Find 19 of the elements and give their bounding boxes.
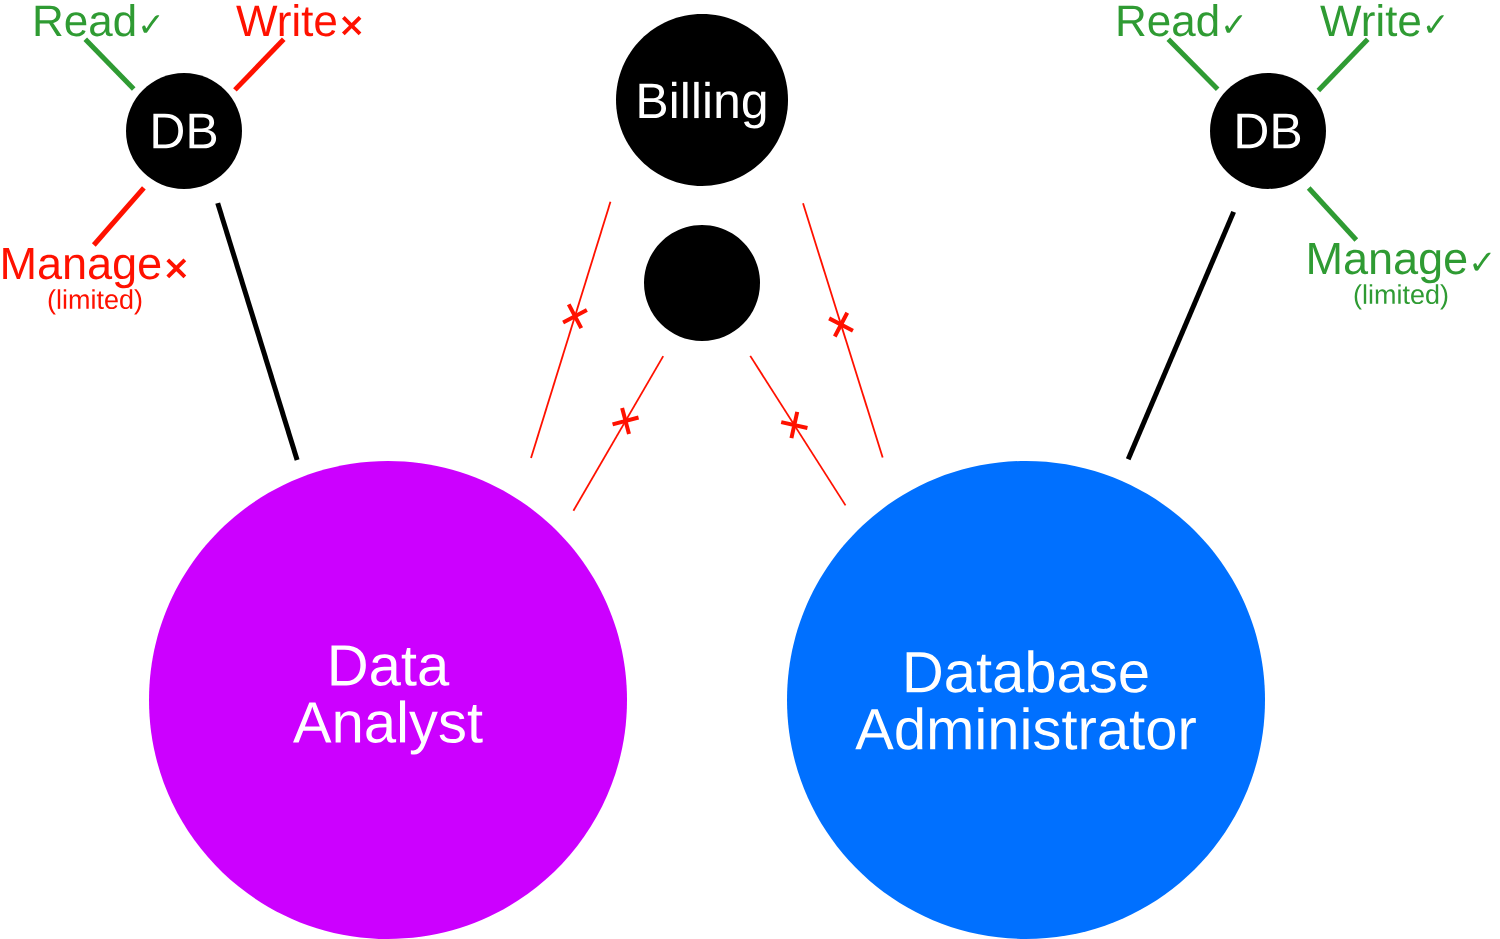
leader-line (1166, 37, 1220, 91)
blocked-connector (530, 200, 612, 459)
blocked-connector (749, 354, 847, 507)
blocked-connector (572, 355, 665, 512)
blocked-connector (802, 202, 884, 459)
permission-label: Write✓ (1320, 4, 1444, 37)
leader-line (1306, 186, 1359, 242)
permission-label: Write× (236, 4, 362, 37)
permission-label: Manage✓ (limited) (1309, 243, 1491, 310)
leader-line (91, 186, 146, 247)
connector-line (215, 202, 300, 461)
resource-circle (644, 225, 760, 341)
leader-line (1316, 37, 1370, 93)
permission-label: Read✓ (35, 4, 160, 37)
leader-line (233, 37, 286, 92)
leader-line (83, 37, 136, 91)
connector-line (1125, 210, 1236, 461)
permission-label: Manage× (limited) (3, 248, 187, 315)
permission-label: Read✓ (1118, 4, 1243, 37)
